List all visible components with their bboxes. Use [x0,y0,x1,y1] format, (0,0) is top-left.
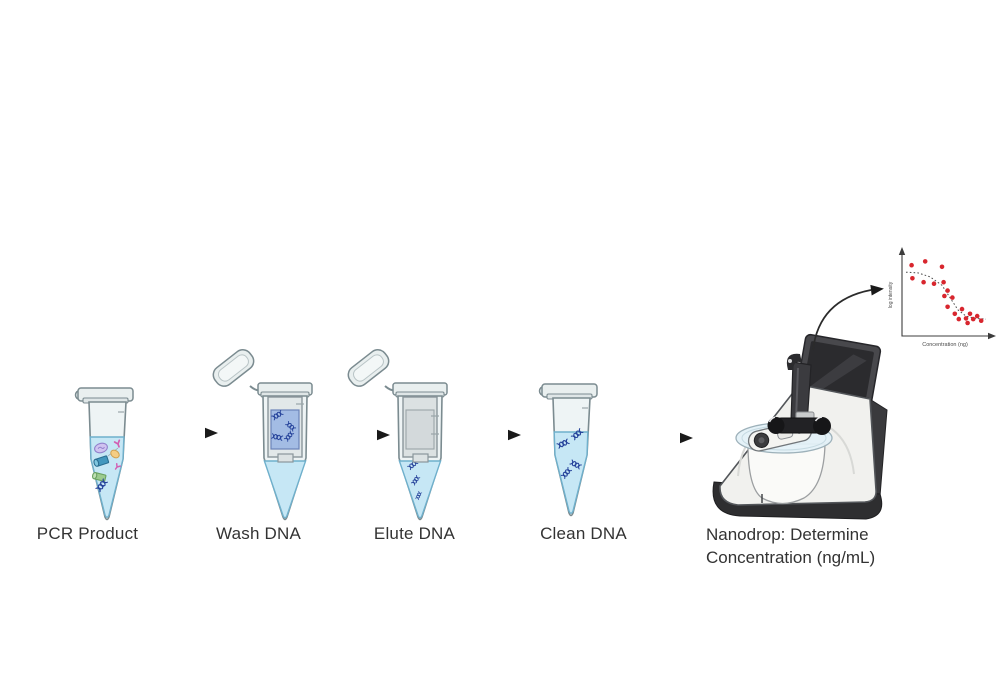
nanodrop-screen [795,333,882,409]
arrow-right-icon [334,429,390,441]
data-point [939,264,945,270]
step-label-pcr-product: PCR Product [36,524,139,543]
tube-liquid [553,431,589,514]
x-axis-arrowhead [988,332,996,340]
trend-line [905,271,987,320]
data-point [945,304,950,310]
tube-lid-open [347,349,390,387]
data-point [942,293,947,299]
data-point [965,320,970,326]
results-chart: log intensity Concentration (ng) [888,247,996,348]
data-point [970,316,976,322]
eluate-liquid [398,460,442,519]
data-point [974,313,980,319]
spin-column [267,396,303,463]
data-point [963,316,969,321]
data-point [909,262,914,268]
x-axis-label: Concentration (ng) [922,342,968,348]
arrow-right-icon [162,427,218,439]
data-point [978,318,984,323]
data-point [967,311,973,317]
step-label-elute-dna: Elute DNA [373,524,456,543]
clean-dna-tube-icon [538,383,598,517]
step-label-wash-dna: Wash DNA [215,524,302,543]
y-axis-label: log intensity [888,281,894,308]
data-point [952,311,958,317]
nanodrop-spectrophotometer-icon [712,333,888,520]
data-point [956,316,962,322]
data-point [945,288,950,293]
chart-axes [901,253,990,337]
arrow-right-icon [637,432,693,444]
arrow-right-icon [465,429,521,441]
sample-impurities [92,439,121,493]
data-point [959,306,965,312]
measurement-arm [767,353,831,435]
graduation-marks [431,415,439,435]
wash-buffer-liquid [263,460,307,519]
scatter-points [909,259,984,326]
data-point [910,276,915,281]
y-axis-arrowhead [898,247,906,255]
data-point [950,295,955,300]
data-point [941,279,946,285]
elute-dna-tube-icon [347,349,448,521]
column-membrane-window [270,409,300,450]
wash-dna-tube-icon [212,349,313,521]
curved-arrow-icon [812,284,884,351]
data-point [931,281,937,286]
pedestal-bowl [747,443,826,505]
spin-column [402,396,439,463]
step-label-clean-dna: Clean DNA [540,524,627,543]
data-point [921,279,926,285]
column-membrane-window [405,409,435,450]
tube-lid-open [212,349,255,387]
data-point [922,259,928,264]
step-label-nanodrop: Nanodrop: Determine Concentration (ng/mL… [706,525,876,567]
pcr-product-tube-icon [74,387,134,521]
